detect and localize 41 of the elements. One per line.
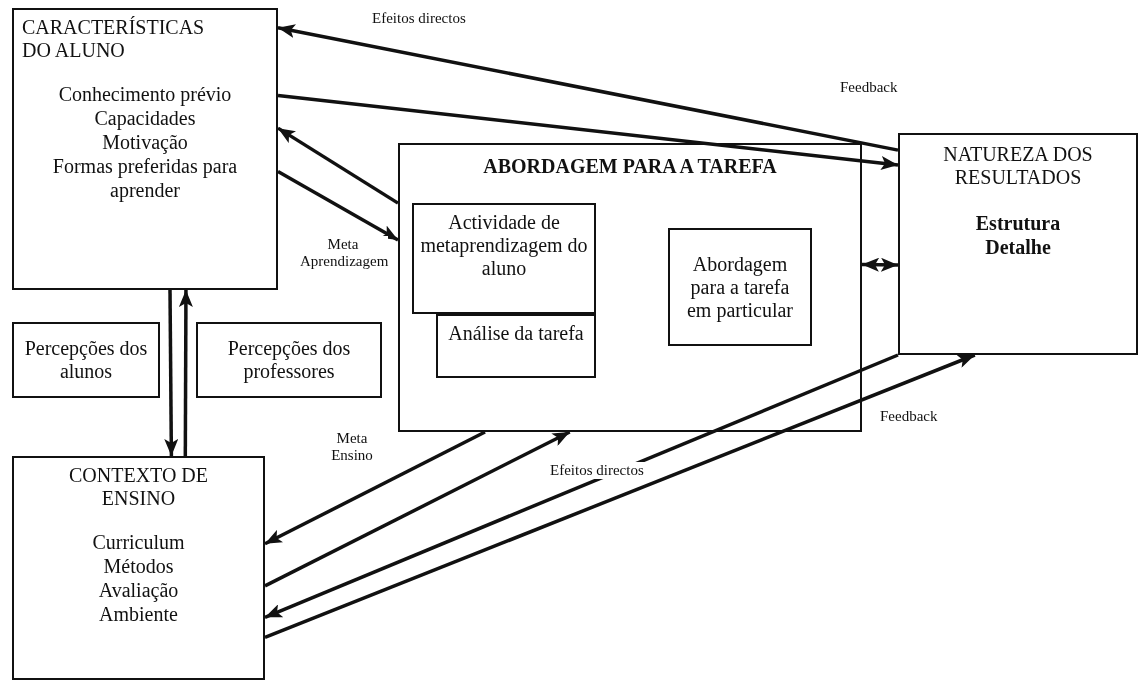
box-text: Análise da tarefa bbox=[448, 322, 584, 345]
box-text: Actividade de metaprendizagem do aluno bbox=[420, 211, 588, 280]
process-box bbox=[898, 133, 1138, 355]
box-heading: CONTEXTO DE ENSINO bbox=[67, 464, 210, 510]
process-box bbox=[668, 228, 812, 346]
box-text: Abordagem para a tarefa em particular bbox=[685, 252, 795, 322]
process-box bbox=[436, 314, 596, 378]
edge-label: Meta Aprendizagem bbox=[298, 236, 388, 270]
list-item: Curriculum bbox=[91, 530, 186, 554]
list-item: Avaliação bbox=[97, 578, 180, 602]
process-box bbox=[12, 322, 160, 398]
list-item: Estrutura bbox=[974, 211, 1062, 235]
edge-label: Efeitos directos bbox=[548, 462, 646, 479]
list-item: Detalhe bbox=[984, 235, 1052, 259]
arrow bbox=[277, 24, 899, 152]
arrow bbox=[264, 353, 976, 640]
arrow bbox=[178, 290, 193, 456]
arrow bbox=[264, 353, 899, 619]
list-item: Métodos bbox=[102, 554, 175, 578]
box-heading: ABORDAGEM PARA A TAREFA bbox=[483, 155, 777, 178]
process-box bbox=[12, 8, 278, 290]
box-heading: CARACTERÍSTICAS DO ALUNO bbox=[22, 16, 206, 62]
process-box bbox=[12, 456, 265, 680]
box-heading: NATUREZA DOS RESULTADOS bbox=[942, 143, 1094, 189]
arrow bbox=[277, 93, 899, 171]
list-item: Capacidades bbox=[93, 106, 197, 130]
arrow bbox=[164, 290, 179, 456]
list-item: Motivação bbox=[101, 130, 189, 154]
list-item: Formas preferidas para aprender bbox=[51, 154, 239, 202]
arrow bbox=[277, 126, 399, 205]
arrow bbox=[861, 257, 899, 272]
box-text: Percepções dos alunos bbox=[23, 337, 149, 383]
arrow bbox=[277, 170, 399, 242]
group-box bbox=[398, 143, 862, 432]
process-box bbox=[196, 322, 382, 398]
process-box bbox=[412, 203, 596, 314]
box-text: Percepções dos professores bbox=[226, 337, 352, 383]
list-item: Conhecimento prévio bbox=[57, 82, 233, 106]
arrow bbox=[264, 430, 486, 546]
arrow bbox=[264, 430, 571, 588]
list-item: Ambiente bbox=[98, 602, 179, 626]
